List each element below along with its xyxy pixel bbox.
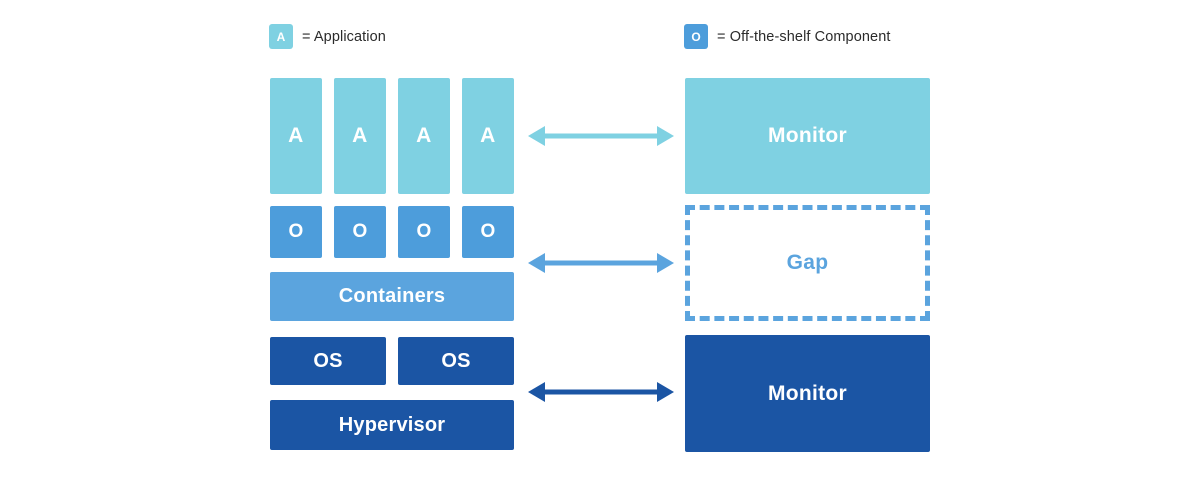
component-block: O xyxy=(398,206,450,258)
application-swatch-icon: A xyxy=(269,24,293,49)
application-block: A xyxy=(334,78,386,194)
component-block: O xyxy=(462,206,514,258)
monitor-block-bottom: Monitor xyxy=(685,335,930,452)
legend-item-application: A = Application xyxy=(269,24,386,49)
component-block: O xyxy=(334,206,386,258)
legend-off-the-shelf-label: = Off-the-shelf Component xyxy=(717,28,891,45)
gap-block: Gap xyxy=(685,205,930,321)
containers-block: Containers xyxy=(270,272,514,321)
application-block: A xyxy=(270,78,322,194)
os-block: OS xyxy=(398,337,514,385)
hypervisor-block: Hypervisor xyxy=(270,400,514,450)
component-block: O xyxy=(270,206,322,258)
os-block: OS xyxy=(270,337,386,385)
monitor-block-top: Monitor xyxy=(685,78,930,194)
arrow-application-monitor xyxy=(528,124,674,148)
arrow-hypervisor-monitor xyxy=(528,380,674,404)
component-swatch-icon: O xyxy=(684,24,708,49)
application-block: A xyxy=(398,78,450,194)
legend-item-off-the-shelf: O = Off-the-shelf Component xyxy=(684,24,891,49)
legend-application-label: = Application xyxy=(302,28,386,45)
arrow-containers-gap xyxy=(528,251,674,275)
application-block: A xyxy=(462,78,514,194)
